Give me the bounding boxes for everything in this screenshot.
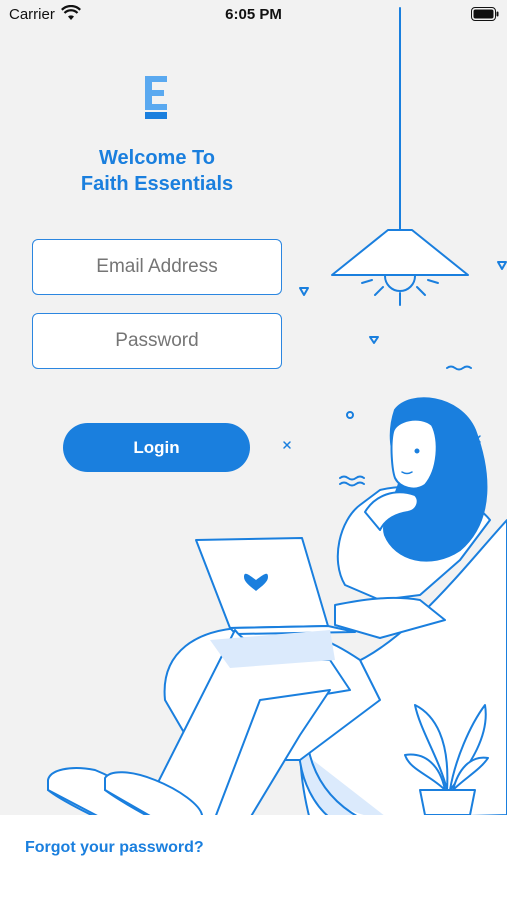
title-line-2: Faith Essentials [80,173,234,195]
email-field[interactable] [32,239,282,295]
app-logo-icon [145,76,167,119]
forgot-password-link[interactable]: Forgot your password? [25,839,204,856]
status-time: 6:05 PM [225,6,282,23]
login-button[interactable]: Login [63,423,250,472]
bottom-bar [0,815,507,900]
title-line-1: Welcome To [99,147,215,169]
heart-icon [244,573,268,591]
page-title: Welcome To Faith Essentials [47,145,267,197]
lamp-icon [331,7,469,306]
carrier-label: Carrier [9,6,55,23]
status-bar: Carrier 6:05 PM [0,0,507,30]
battery-icon [471,7,499,21]
password-field[interactable] [32,313,282,369]
wifi-icon [61,5,81,20]
